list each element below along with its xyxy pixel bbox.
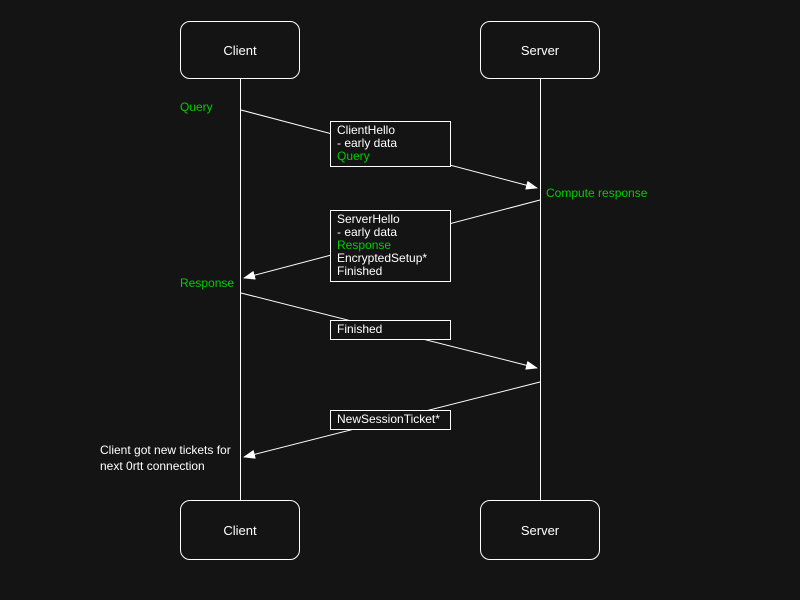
message-line: Response (337, 238, 392, 252)
message-box-client-hello: ClientHello - early data Query (330, 121, 451, 167)
message-line: Finished (337, 322, 383, 336)
actor-server-top: Server (480, 21, 600, 79)
actor-client-bottom: Client (180, 500, 300, 560)
actor-client-top: Client (180, 21, 300, 79)
actor-client-top-label: Client (223, 42, 257, 58)
actor-server-top-label: Server (520, 42, 560, 58)
actor-client-bottom-label: Client (223, 522, 257, 538)
message-line: ServerHello (337, 212, 400, 226)
message-line: NewSessionTicket* (337, 412, 440, 426)
actor-server-bottom: Server (480, 500, 600, 560)
note-line-1: Client got new tickets for (100, 443, 231, 457)
message-line: EncryptedSetup* (337, 251, 428, 265)
message-line: Finished (337, 264, 383, 278)
label-response: Response (180, 276, 235, 290)
note-new-tickets: Client got new tickets for next 0rtt con… (100, 442, 231, 474)
label-query: Query (180, 100, 213, 114)
note-line-2: next 0rtt connection (100, 459, 205, 473)
message-line: - early data (337, 225, 398, 239)
message-line: Query (337, 149, 370, 163)
message-line: ClientHello (337, 123, 396, 137)
label-compute-response: Compute response (546, 186, 648, 200)
message-box-finished: Finished (330, 320, 451, 340)
actor-server-bottom-label: Server (520, 522, 560, 538)
message-line: - early data (337, 136, 398, 150)
message-box-server-hello: ServerHello - early data Response Encryp… (330, 210, 451, 282)
message-box-new-session-ticket: NewSessionTicket* (330, 410, 451, 430)
